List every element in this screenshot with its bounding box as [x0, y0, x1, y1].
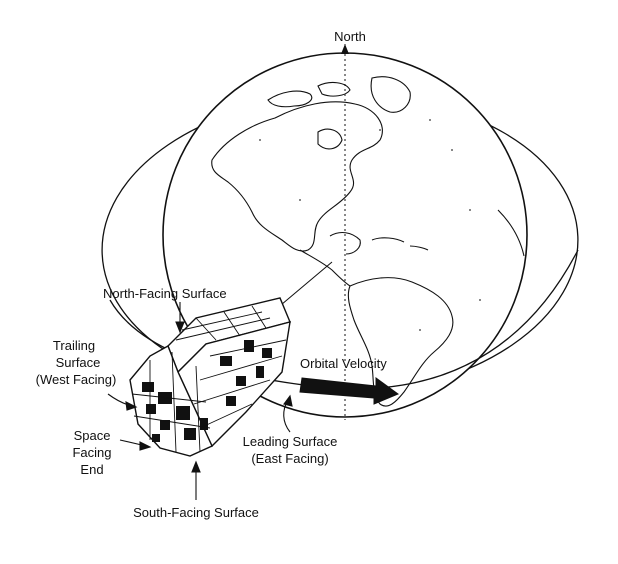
satellite: [129, 297, 291, 457]
south-america-outline: [347, 277, 454, 407]
leader-arrows: [107, 302, 293, 500]
north-axis-arrowhead: [341, 44, 349, 54]
trailing-surface-label-line-1: Trailing: [53, 338, 95, 353]
trailing-surface-label-line-3: (West Facing): [36, 372, 117, 387]
earth-pointing-line: [274, 261, 333, 311]
trailing-surface-label-line-2: Surface: [56, 355, 101, 370]
africa-edge-outline: [497, 209, 525, 257]
arctic-islands-outline-2: [317, 81, 351, 97]
gulf-coast-outline: [329, 231, 361, 255]
north-facing-surface-label: North-Facing Surface: [103, 286, 227, 301]
space-facing-end-label-line-1: Space: [74, 428, 111, 443]
caribbean-islands-outline: [371, 237, 429, 251]
space-facing-end-label-line-2: Facing: [72, 445, 111, 460]
continents: [211, 76, 525, 407]
leading-surface-label-line-1: Leading Surface: [243, 434, 338, 449]
orbital-velocity-label: Orbital Velocity: [300, 356, 387, 371]
satellite-panels: [142, 340, 272, 442]
satellite-grid-lines: [131, 305, 287, 453]
arctic-islands-outline: [267, 90, 313, 108]
globe-texture-dots: [259, 119, 481, 331]
greenland-outline: [370, 76, 411, 113]
orbital-velocity-arrow: [299, 377, 400, 405]
central-america-outline: [299, 249, 351, 287]
south-facing-surface-label: South-Facing Surface: [133, 505, 259, 520]
space-facing-end-label-line-3: End: [80, 462, 103, 477]
leading-surface-label-line-2: (East Facing): [251, 451, 328, 466]
hudson-bay-outline: [317, 128, 343, 150]
north-america-outline: [211, 101, 383, 252]
north-label: North: [334, 29, 366, 44]
